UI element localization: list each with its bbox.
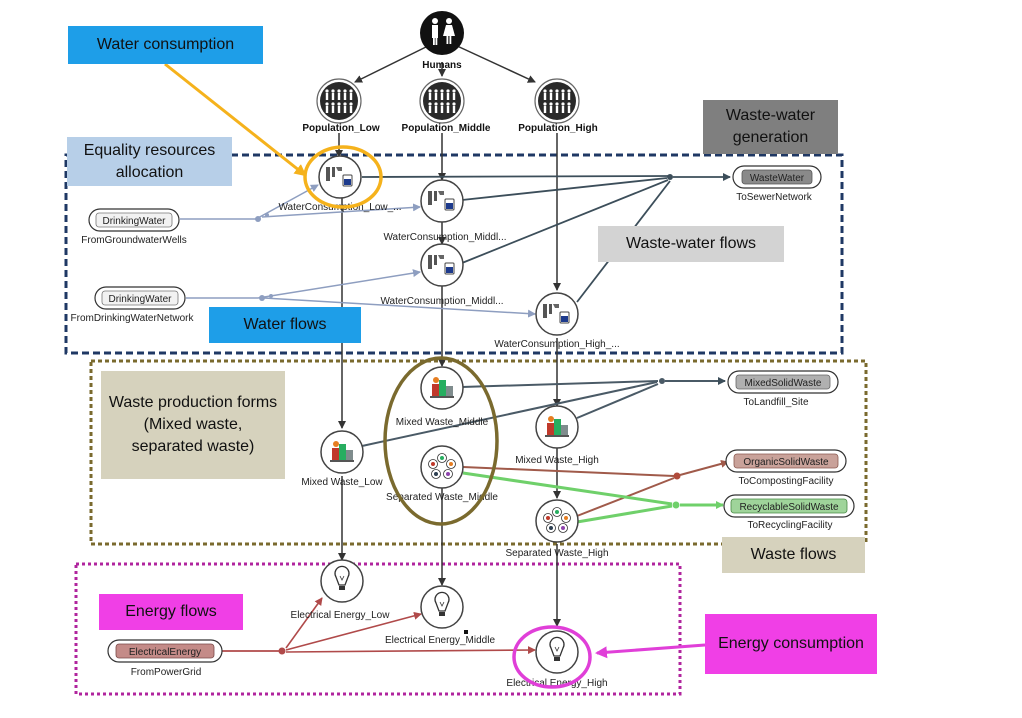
callout-energy-flows: Energy flows: [99, 594, 243, 630]
node-mixed-waste-middle[interactable]: [420, 366, 464, 410]
sw-high-label: Separated Waste_High: [505, 548, 608, 559]
edge-organic-compost: [679, 459, 729, 476]
junction-water2b: [269, 294, 273, 298]
junction-recycle: [672, 501, 680, 509]
callout-water-consumption: Water consumption: [68, 26, 263, 64]
edge-energy-low: [285, 597, 323, 649]
edge-sw-high-recycle: [576, 504, 673, 524]
callout-waste-flows: Waste flows: [722, 537, 865, 573]
svg-text:WasteWater: WasteWater: [750, 173, 805, 184]
node-separated-waste-high[interactable]: [535, 499, 579, 543]
callout-energy-consumption: Energy consumption: [705, 614, 877, 674]
edge-drinking2-supply: [186, 269, 421, 299]
junction-wastewater: [667, 174, 673, 180]
mw-low-label: Mixed Waste_Low: [301, 477, 383, 488]
edge-sw-mid-recycle: [462, 471, 673, 506]
edge-mw-low-landfill: [361, 381, 658, 447]
edge-wc-low-ww: [361, 175, 670, 178]
node-electrical-energy-middle[interactable]: [420, 585, 464, 629]
ee-high-label: Electrical Energy_High: [506, 678, 607, 689]
sw-mid-label: Separated Waste_Middle: [386, 492, 498, 503]
node-population-middle[interactable]: [419, 78, 465, 124]
node-humans[interactable]: [420, 11, 464, 55]
callout-wastewater-flows: Waste-water flows: [598, 226, 784, 262]
callout-arrow-water: [164, 62, 307, 177]
edge-mw-high-landfill: [576, 383, 659, 419]
callout-arrow-energy: [595, 643, 706, 659]
resource-drinking-water-2[interactable]: DrinkingWater: [94, 286, 186, 310]
resource-organic-solid-waste[interactable]: OrganicSolidWaste: [725, 449, 847, 473]
electrical-caption: FromPowerGrid: [131, 667, 202, 678]
callout-waste-production: Waste production forms (Mixed waste, sep…: [101, 371, 285, 479]
organic-caption: ToCompostingFacility: [738, 476, 833, 487]
svg-text:ElectricalEnergy: ElectricalEnergy: [129, 647, 201, 658]
junction-energy: [278, 647, 286, 655]
node-population-high[interactable]: [534, 78, 580, 124]
edge-mw-mid-landfill: [461, 380, 659, 388]
wastewater-caption: ToSewerNetwork: [736, 192, 813, 203]
energy-group-frame: [74, 562, 682, 696]
junction-mixed: [659, 378, 665, 384]
node-water-consumption-middle-2[interactable]: [420, 243, 464, 287]
node-mixed-waste-low[interactable]: [320, 430, 364, 474]
highlight-energy-high: [512, 625, 592, 689]
resource-mixed-solid-waste[interactable]: MixedSolidWaste: [727, 370, 839, 394]
edge-sw-mid-organic: [462, 466, 675, 477]
node-mixed-waste-high[interactable]: [535, 405, 579, 449]
resource-electrical-energy[interactable]: ElectricalEnergy: [107, 639, 223, 663]
svg-text:RecyclableSolidWaste: RecyclableSolidWaste: [739, 502, 839, 513]
resource-drinking-water-1[interactable]: DrinkingWater: [88, 208, 180, 232]
wc-mid2-label: WaterConsumption_Middl...: [380, 296, 503, 307]
edge-drinking2-high: [263, 297, 536, 318]
wc-high-label: WaterConsumption_High_...: [494, 339, 619, 350]
junction-water2: [259, 295, 265, 301]
wc-mid1-label: WaterConsumption_Middl...: [383, 232, 506, 243]
edge-wc-mid1-ww: [461, 177, 668, 201]
highlight-water-consumption: [303, 145, 383, 209]
node-water-consumption-middle-1[interactable]: [420, 179, 464, 223]
node-population-low[interactable]: [316, 78, 362, 124]
svg-text:DrinkingWater: DrinkingWater: [103, 216, 167, 227]
junction-water1: [255, 216, 261, 222]
junction-organic: [673, 472, 681, 480]
edge-energy-high: [285, 646, 536, 655]
node-electrical-energy-low[interactable]: [320, 559, 364, 603]
drinking-water-1-caption: FromGroundwaterWells: [81, 235, 186, 246]
resource-recyclable-solid-waste[interactable]: RecyclableSolidWaste: [723, 494, 855, 518]
ee-mid-label: Electrical Energy_Middle: [385, 635, 495, 646]
selection-handle: [464, 630, 468, 634]
edge-wc-mid2-ww: [461, 179, 669, 264]
edge-humans-pop-low: [354, 44, 431, 83]
edge-drinking1-mid: [261, 203, 421, 218]
edge-energy-mid: [285, 611, 422, 651]
ee-low-label: Electrical Energy_Low: [291, 610, 391, 621]
water-group-frame: [64, 153, 844, 355]
humans-label: Humans: [422, 60, 462, 71]
population-low-label: Population_Low: [302, 123, 379, 134]
node-water-consumption-low[interactable]: [318, 155, 362, 199]
population-middle-label: Population_Middle: [402, 123, 491, 134]
callout-water-flows: Water flows: [209, 307, 361, 343]
svg-text:MixedSolidWaste: MixedSolidWaste: [745, 378, 822, 389]
edge-humans-pop-high: [454, 44, 536, 83]
node-separated-waste-middle[interactable]: [420, 445, 464, 489]
highlight-waste-middle: [383, 356, 499, 526]
waste-group-frame: [89, 359, 868, 546]
callout-wastewater-generation: Waste-water generation: [703, 100, 838, 154]
svg-text:DrinkingWater: DrinkingWater: [109, 294, 173, 305]
mixed-caption: ToLandfill_Site: [743, 397, 808, 408]
drinking-water-2-caption: FromDrinkingWaterNetwork: [71, 313, 195, 324]
mw-high-label: Mixed Waste_High: [515, 455, 599, 466]
resource-wastewater[interactable]: WasteWater: [732, 165, 822, 189]
population-high-label: Population_High: [518, 123, 597, 134]
node-water-consumption-high[interactable]: [535, 292, 579, 336]
svg-text:OrganicSolidWaste: OrganicSolidWaste: [743, 457, 829, 468]
mw-mid-label: Mixed Waste_Middle: [396, 417, 489, 428]
junction-water1b: [265, 213, 269, 217]
node-electrical-energy-high[interactable]: [535, 630, 579, 674]
callout-equality: Equality resources allocation: [67, 137, 232, 186]
recyclable-caption: ToRecyclingFacility: [747, 520, 832, 531]
